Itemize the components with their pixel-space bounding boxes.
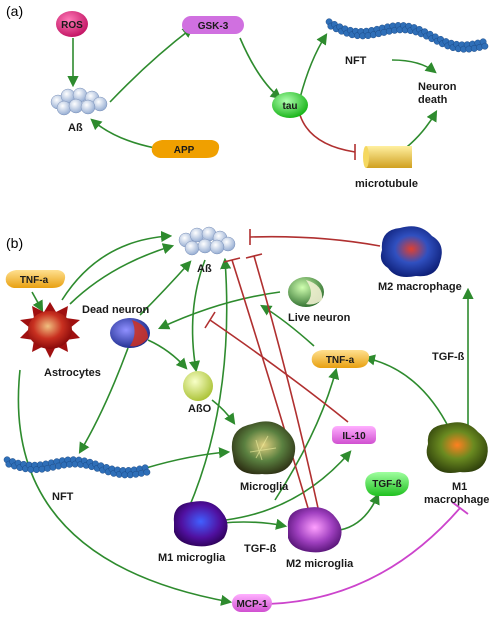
nft-bead	[55, 462, 62, 470]
abeta-oligomer-node	[183, 371, 213, 401]
tgfb-right-label: TGF-ß	[432, 351, 465, 363]
m1-microglia-cell	[173, 501, 228, 547]
tau-inhibits-microtubule	[299, 114, 356, 160]
svg-text:MCP-1: MCP-1	[236, 599, 268, 610]
ros-node: ROS	[56, 11, 88, 37]
nft-bead	[132, 470, 140, 478]
nft-chain-b	[3, 456, 151, 479]
svg-text:APP: APP	[174, 145, 195, 156]
neuron-death-label-line2: death	[418, 94, 448, 106]
live-neuron-label: Live neuron	[288, 312, 351, 324]
il10-node: IL-10	[332, 426, 376, 444]
svg-text:tau: tau	[283, 101, 298, 112]
nft-bead	[44, 464, 51, 472]
panel-a-connections	[67, 26, 438, 159]
m1-macrophage-label-line2: macrophage	[424, 494, 489, 506]
svg-text:TNF-a: TNF-a	[20, 275, 49, 286]
svg-text:GSK-3: GSK-3	[198, 21, 229, 32]
neuron-death-label-line1: Neuron	[418, 81, 457, 93]
panel-b-activation-arrows	[17, 230, 474, 606]
m1-microglia-label: M1 microglia	[158, 552, 226, 564]
microglia-label: Microglia	[240, 481, 289, 493]
panel-b-label: (b)	[6, 235, 23, 251]
svg-text:ROS: ROS	[61, 20, 83, 31]
abeta-label-b: Aß	[197, 263, 212, 275]
nft-label-a: NFT	[345, 55, 367, 67]
nft-bead	[481, 42, 489, 50]
nft-chain-a	[325, 18, 489, 53]
mcp1-node: MCP-1	[232, 594, 272, 612]
live-neuron-cell	[288, 277, 324, 307]
svg-text:TGF-ß: TGF-ß	[372, 479, 401, 490]
m2-macrophage-label: M2 macrophage	[378, 281, 462, 293]
microglia-cell	[231, 421, 296, 475]
microtubule-label: microtubule	[355, 178, 418, 190]
nft-label-b: NFT	[52, 491, 74, 503]
gsk3-node: GSK-3	[182, 16, 244, 34]
svg-text:IL-10: IL-10	[342, 431, 366, 442]
abeta-label-a: Aß	[68, 122, 83, 134]
abeta-aggregate-b	[178, 226, 236, 256]
m1-macrophage-cell	[426, 422, 488, 473]
nft-bead	[49, 463, 57, 471]
astrocytes-label: Astrocytes	[44, 367, 101, 379]
tgfb-bottom-label: TGF-ß	[244, 543, 277, 555]
m2-microglia-cell	[287, 507, 342, 553]
tau-node: tau	[272, 92, 308, 118]
svg-text:TNF-a: TNF-a	[326, 355, 355, 366]
mcp1-inhibition	[267, 501, 469, 605]
m2-microglia-label: M2 microglia	[286, 558, 354, 570]
microtubule-node	[363, 146, 412, 168]
tgfb-small-node: TGF-ß	[365, 472, 409, 496]
dead-neuron-label: Dead neuron	[82, 304, 150, 316]
panel-a-label: (a)	[6, 3, 23, 19]
dead-neuron-cell	[110, 318, 150, 348]
app-node: APP	[151, 140, 220, 158]
abeta-oligomer-label: AßO	[188, 403, 212, 415]
astrocytes-cell	[20, 302, 80, 358]
tnfa-left-node: TNF-a	[5, 270, 66, 288]
nft-bead	[143, 468, 151, 476]
m1-macrophage-label-line1: M1	[452, 481, 467, 493]
abeta-aggregate-a	[50, 87, 108, 116]
nft-bead	[137, 469, 145, 477]
tnfa-mid-node: TNF-a	[311, 350, 370, 368]
panel-b-inhibition-lines	[204, 229, 381, 509]
m2-macrophage-cell	[380, 226, 442, 277]
